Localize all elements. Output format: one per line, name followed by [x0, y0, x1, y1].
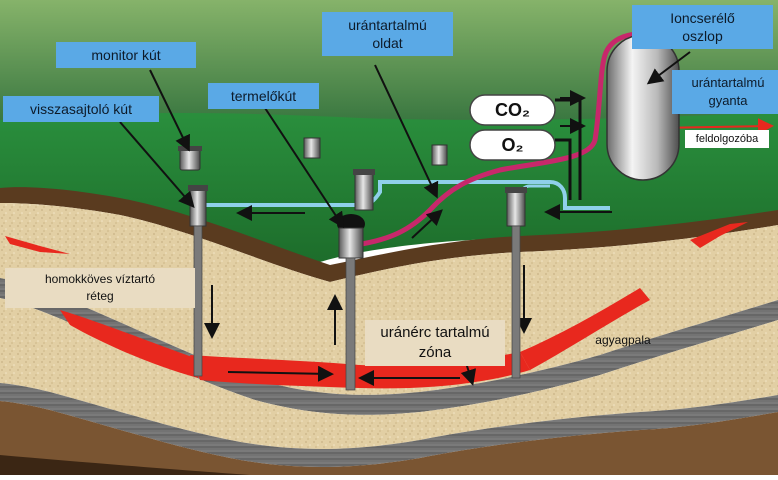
shale-layer-lower — [0, 383, 778, 467]
lower-sand-layer — [0, 298, 778, 449]
red-pipe — [354, 31, 641, 248]
co2-pill — [469, 94, 556, 126]
bottom-rock — [0, 401, 778, 475]
o2-pill — [469, 129, 556, 161]
ore-lens-right-upper — [690, 222, 748, 248]
solution-pointer — [374, 64, 439, 199]
label-clay-shale: agyagpala — [595, 333, 651, 347]
bottom-rock-highlight — [0, 455, 250, 475]
monitor-pointer — [149, 69, 190, 152]
label-uranium-resin: urántartalmú gyanta — [672, 70, 778, 114]
injection-pointer — [119, 121, 195, 209]
flow-arrow-1 — [227, 365, 334, 382]
label-production-well: termelőkút — [208, 83, 319, 109]
production-well-graphic — [337, 214, 365, 391]
ion-exchange-column-graphic — [606, 34, 680, 181]
pipe-arrow-diag — [411, 209, 443, 239]
soil-band — [0, 187, 778, 282]
ion-column-pointer — [646, 51, 691, 85]
ore-zone-left — [60, 310, 198, 378]
ore-lens-left-upper — [5, 236, 70, 254]
label-sandstone-aquifer: homokköves víztartó réteg — [5, 268, 195, 308]
label-ion-exchange-column: Ioncserélő oszlop — [632, 5, 773, 49]
mid-well-graphic — [353, 169, 375, 211]
distant-well-1 — [303, 137, 321, 159]
label-co2: CO₂ — [495, 100, 530, 120]
label-o2: O₂ — [501, 135, 524, 155]
right-well-graphic — [505, 187, 527, 379]
ore-zone-right — [520, 288, 650, 370]
label-monitor-well: monitor kút — [56, 42, 196, 68]
gas-line-o2 — [555, 138, 572, 200]
label-ore-zone: uránérc tartalmú zóna — [365, 320, 505, 366]
label-injection-well: visszasajtoló kút — [3, 96, 159, 122]
production-pointer — [264, 107, 345, 229]
label-uranium-solution: urántartalmú oldat — [322, 12, 453, 56]
label-to-processing: feldolgozóba — [685, 130, 769, 148]
distant-well-2 — [431, 144, 448, 166]
monitor-well-graphic — [178, 146, 202, 171]
